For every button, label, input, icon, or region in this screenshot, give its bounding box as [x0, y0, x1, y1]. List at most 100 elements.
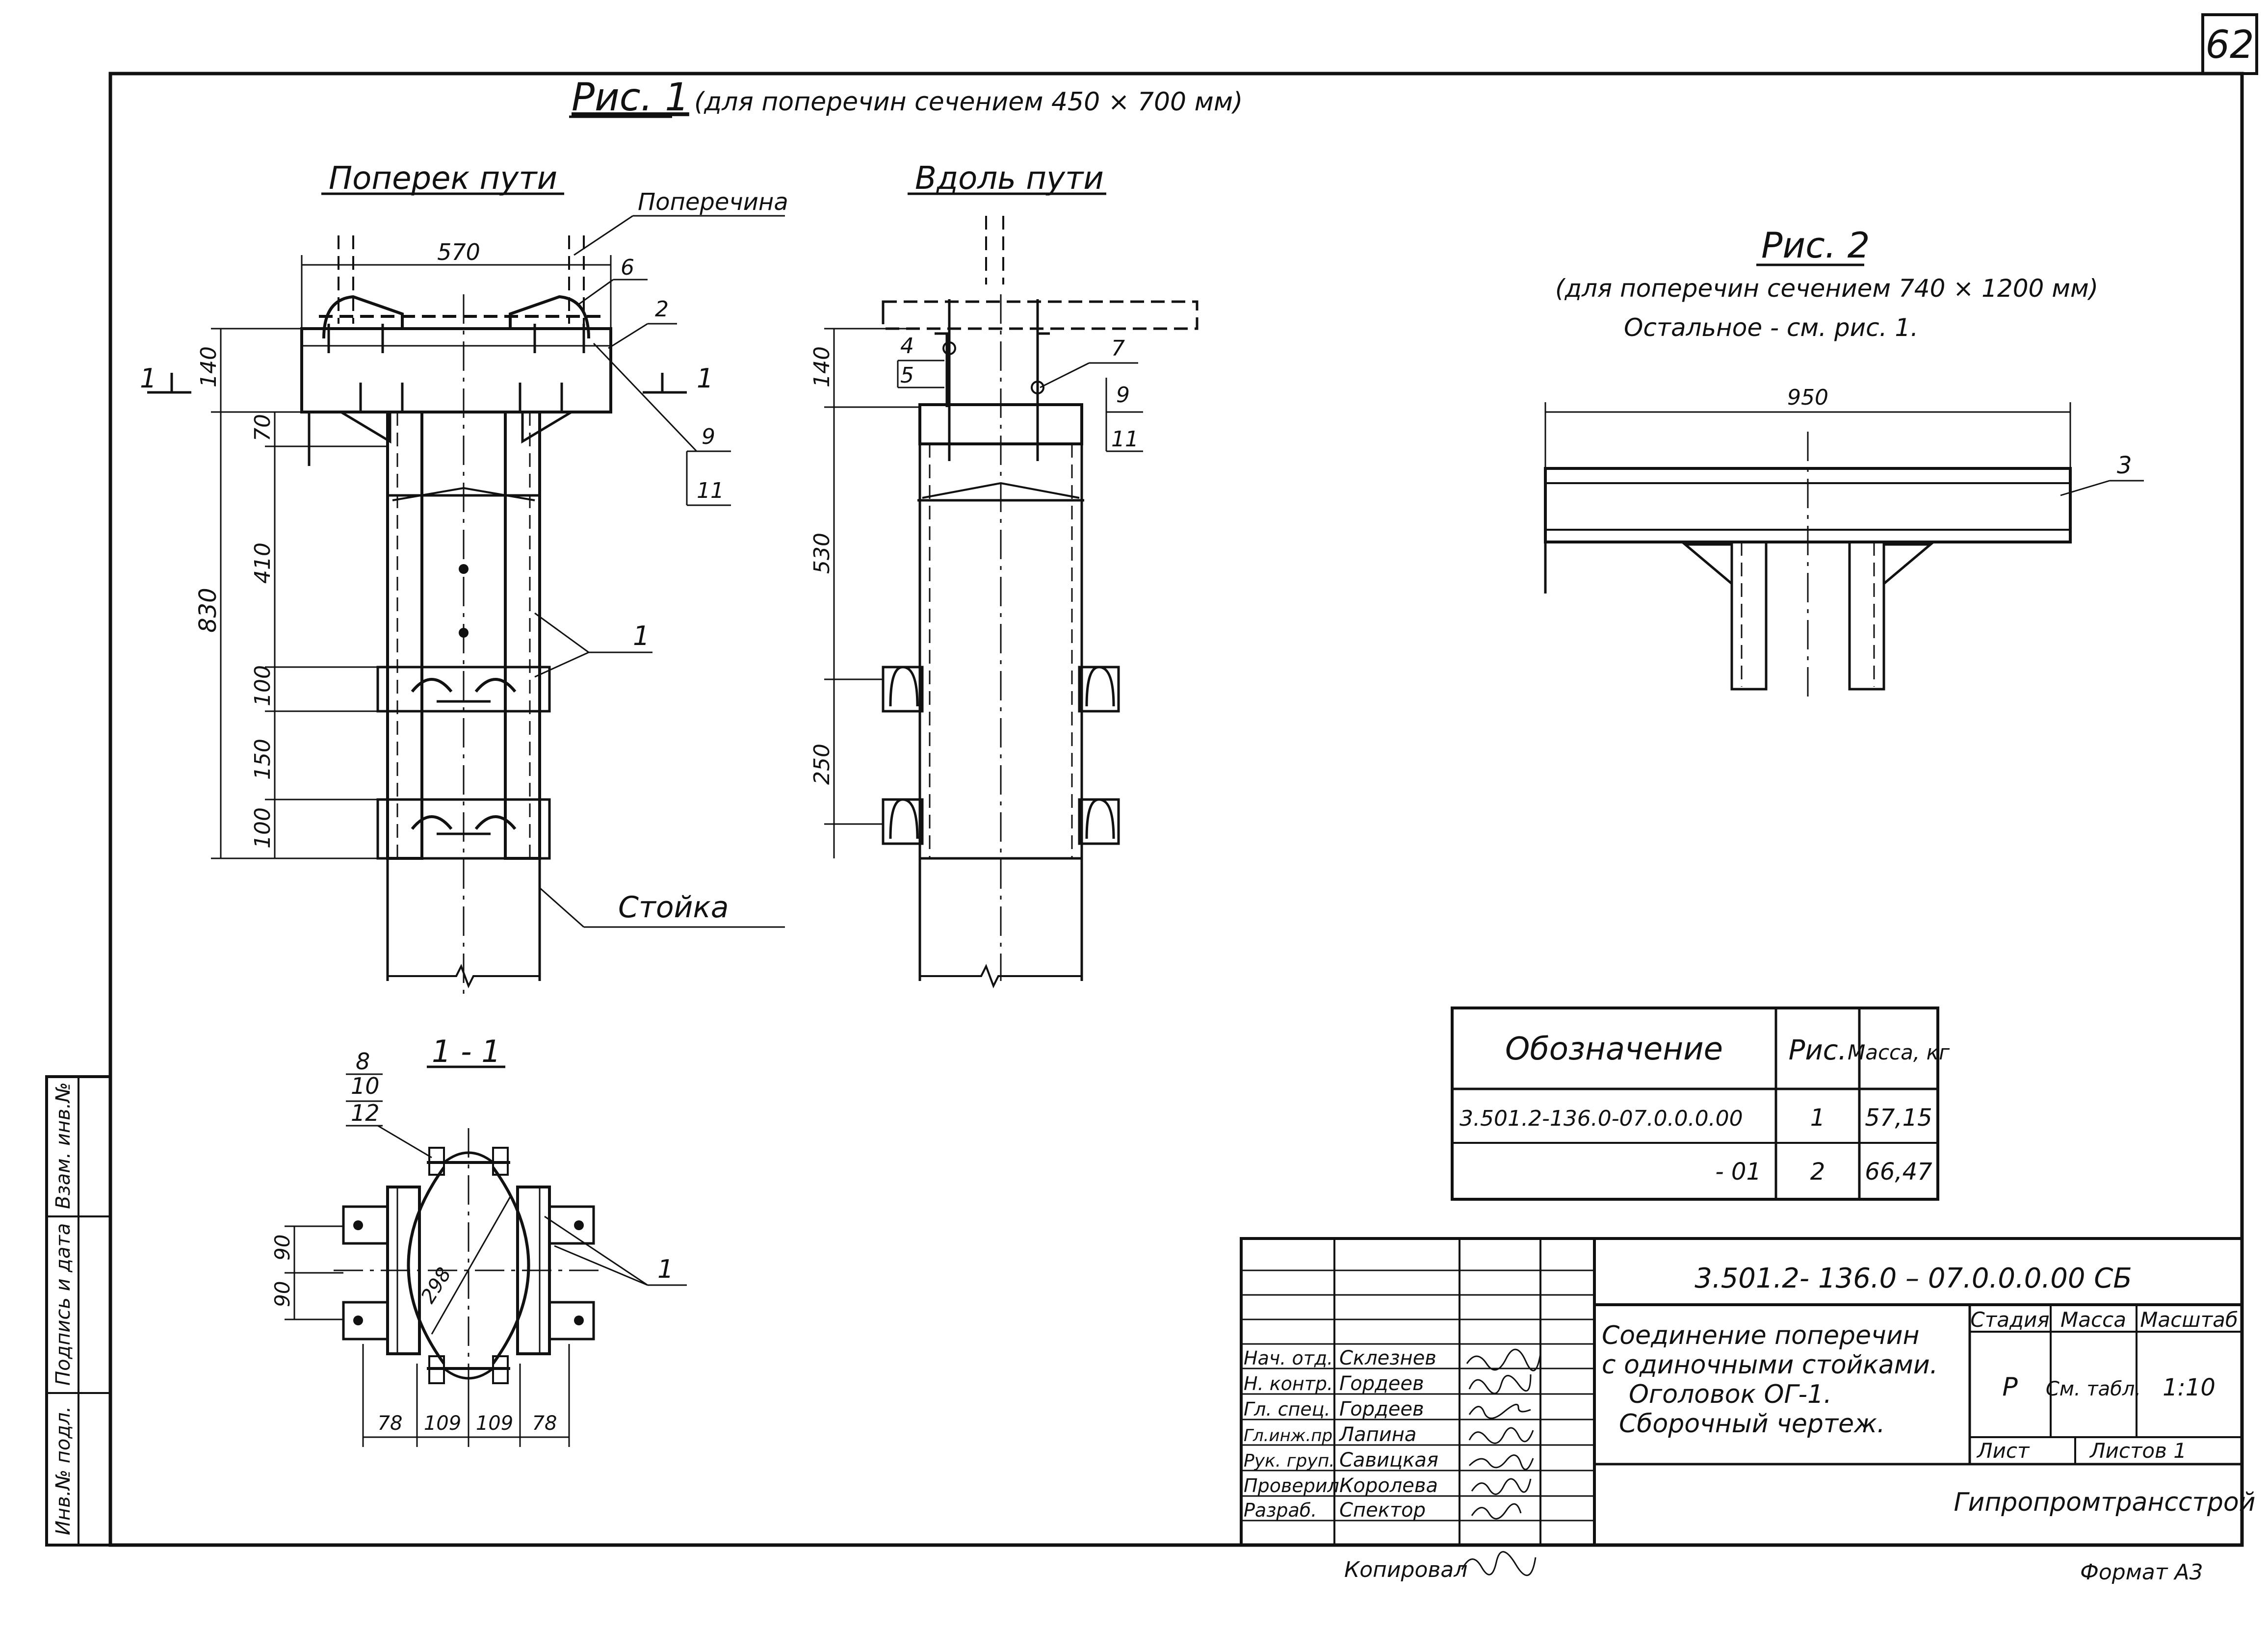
handwritten-signatures [1466, 1348, 1541, 1520]
spec-row-2-fig: 2 [1810, 1158, 1825, 1186]
view-along-title: Вдоль пути [915, 160, 1104, 197]
dim-570: 570 [437, 239, 480, 265]
dim-410: 410 [250, 542, 275, 584]
stage-value: Р [2002, 1372, 2018, 1402]
title-line-2: с одиночными стойками. [1602, 1350, 1938, 1380]
name-5: Королева [1339, 1474, 1438, 1497]
callout-7: 7 [1111, 336, 1125, 361]
role-5: Проверил [1244, 1475, 1339, 1497]
scale-value: 1:10 [2163, 1374, 2216, 1401]
role-4: Рук. груп. [1244, 1451, 1335, 1471]
section-title: 1 - 1 [432, 1033, 501, 1069]
dim-109-right: 109 [476, 1412, 513, 1435]
fig1-title: Рис. 1 [572, 76, 689, 120]
name-1: Гордеев [1339, 1372, 1424, 1395]
role-0: Нач. отд. [1244, 1347, 1333, 1369]
name-4: Савицкая [1339, 1449, 1438, 1471]
stage-header: Стадия [1970, 1308, 2049, 1332]
signature-roles: Нач. отд. Н. контр. Гл. спец. Гл.инж.пр.… [1244, 1347, 1339, 1521]
dim-250: 250 [809, 744, 834, 785]
callout-5: 5 [900, 363, 914, 388]
fig2-callout-3: 3 [2117, 452, 2132, 479]
dim-530: 530 [809, 533, 834, 574]
dim-830: 830 [194, 588, 222, 633]
fig2-title: Рис. 2 [1761, 225, 1870, 266]
callout-6: 6 [621, 255, 634, 280]
spec-row-1-designation: 3.501.2-136.0-07.0.0.0.00 [1460, 1106, 1743, 1131]
role-1: Н. контр. [1244, 1373, 1333, 1394]
dim-150: 150 [250, 739, 275, 780]
drawing-frame: 62 [108, 13, 2258, 1547]
dim-78-right: 78 [532, 1412, 557, 1435]
spec-row-1-mass: 57,15 [1865, 1104, 1932, 1132]
dim-140-across: 140 [196, 346, 221, 387]
spec-table: Обозначение Рис. Масса, кг 3.501.2-136.0… [1451, 1007, 1950, 1201]
name-6: Спектор [1339, 1499, 1426, 1522]
name-0: Склезнев [1339, 1347, 1436, 1369]
label-post: Стойка [618, 890, 729, 925]
callout-4: 4 [900, 334, 914, 359]
section-mark-right: 1 [697, 363, 713, 394]
doc-code: 3.501.2- 136.0 – 07.0.0.0.00 СБ [1694, 1263, 2132, 1294]
name-3: Лапина [1338, 1423, 1416, 1446]
dim-100-a: 100 [250, 665, 275, 706]
callout-12: 12 [351, 1100, 380, 1126]
spec-header-designation: Обозначение [1505, 1031, 1723, 1067]
stamp-inv-label: Инв.№ подл. [52, 1406, 75, 1535]
fig1-header: Рис. 1 (для поперечин сечением 450 × 700… [321, 76, 1243, 197]
section-1-1-drawing: 1 - 1 8 10 12 [270, 1033, 687, 1447]
title-line-3: Оголовок ОГ-1. [1629, 1380, 1832, 1409]
sheet-number: 62 [2205, 23, 2254, 67]
organization: Гипропромтрансстрой [1954, 1488, 2256, 1517]
view-across-drawing: 570 140 70 410 830 100 150 100 1 1 Попер… [140, 188, 788, 1001]
role-2: Гл. спец. [1244, 1398, 1330, 1420]
callout-10: 10 [351, 1073, 380, 1099]
callout-2: 2 [655, 297, 669, 322]
dim-90-a: 90 [270, 1235, 294, 1261]
view-along-drawing: 140 530 250 4 5 7 9 11 [809, 216, 1199, 988]
sheet-label: Лист [1976, 1439, 2030, 1463]
label-crossbar: Поперечина [638, 188, 788, 216]
spec-header-fig: Рис. [1789, 1034, 1847, 1066]
signature-names: Склезнев Гордеев Гордеев Лапина Савицкая… [1338, 1347, 1438, 1522]
mass-value: См. табл. [2046, 1378, 2141, 1400]
view-across-title: Поперек пути [329, 160, 557, 197]
section-callout-1: 1 [657, 1255, 674, 1284]
callout-9-along: 9 [1116, 383, 1130, 408]
spec-header-mass: Масса, кг [1848, 1040, 1950, 1064]
dim-90-b: 90 [270, 1281, 294, 1307]
title-line-4: Сборочный чертеж. [1619, 1409, 1885, 1439]
side-stamp: Инв.№ подл. Подпись и дата Взам. инв.№ [45, 1075, 112, 1547]
mass-header: Масса [2060, 1308, 2126, 1332]
name-2: Гордеев [1339, 1398, 1424, 1420]
fig2-note: Остальное - см. рис. 1. [1624, 313, 1918, 342]
spec-row-2-designation: - 01 [1715, 1158, 1761, 1186]
copier-signature [1461, 1551, 1537, 1576]
format-label: Формат А3 [2080, 1560, 2203, 1585]
callout-1-across: 1 [633, 620, 650, 651]
title-block: Нач. отд. Н. контр. Гл. спец. Гл.инж.пр.… [1240, 1237, 2256, 1547]
fig2-drawing: Рис. 2 (для поперечин сечением 740 × 120… [1544, 225, 2144, 701]
callout-8: 8 [356, 1048, 370, 1075]
fig2-dim-950: 950 [1787, 385, 1828, 410]
scale-header: Масштаб [2140, 1308, 2238, 1332]
copied-by-label: Копировал [1344, 1557, 1467, 1582]
role-6: Разраб. [1244, 1499, 1317, 1521]
sheet-footer: Копировал Формат А3 [1344, 1551, 2203, 1585]
stamp-sign-label: Подпись и дата [52, 1223, 75, 1386]
fig2-subtitle: (для поперечин сечением 740 × 1200 мм) [1555, 274, 2098, 303]
sheets-label: Листов 1 [2089, 1439, 2187, 1463]
dim-109-left: 109 [424, 1412, 461, 1435]
dim-70: 70 [250, 414, 275, 441]
spec-row-1-fig: 1 [1810, 1104, 1825, 1132]
callout-11-across: 11 [697, 478, 724, 503]
dim-78-left: 78 [378, 1412, 403, 1435]
callout-11-along: 11 [1111, 427, 1139, 452]
fig1-subtitle: (для поперечин сечением 450 × 700 мм) [694, 87, 1243, 117]
callout-9-across: 9 [702, 424, 715, 449]
stamp-replace-label: Взам. инв.№ [52, 1082, 75, 1209]
role-3: Гл.инж.пр. [1244, 1426, 1338, 1445]
section-mark-left: 1 [140, 363, 156, 394]
spec-row-2-mass: 66,47 [1865, 1158, 1932, 1186]
